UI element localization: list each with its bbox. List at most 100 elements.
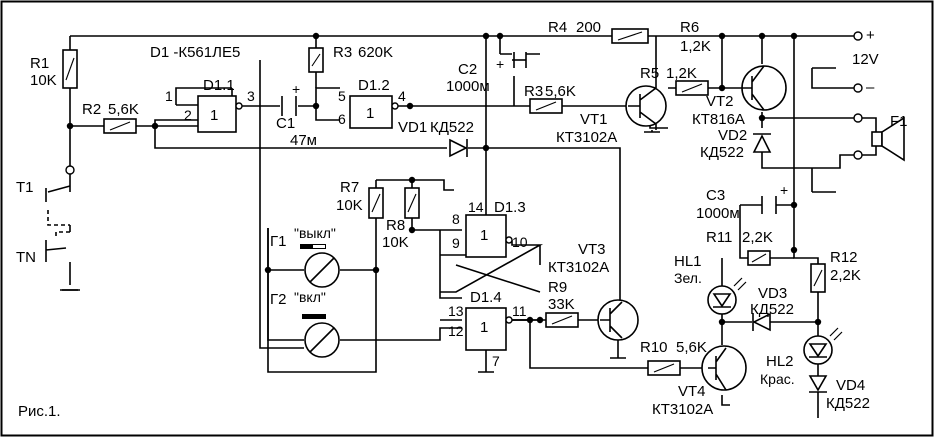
vd1-ref: VD1 xyxy=(398,119,427,136)
r1-ref: R1 xyxy=(30,55,49,72)
r9-value: 33K xyxy=(548,296,575,313)
vd2-type: КД522 xyxy=(700,144,744,161)
gate-d11 xyxy=(197,95,243,133)
d12-symbol: 1 xyxy=(366,105,374,122)
d14-ref: D1.4 xyxy=(470,289,502,306)
resistor-r9 xyxy=(545,312,579,328)
g2-marker xyxy=(302,314,326,319)
r3b-value: 5,6K xyxy=(545,83,576,100)
resistor-r5 xyxy=(675,80,709,96)
r6-value: 1,2K xyxy=(680,38,711,55)
transistor-vt4 xyxy=(701,345,747,391)
ic-note: D1 -К561ЛЕ5 xyxy=(150,44,240,61)
g1-ref: Г1 xyxy=(270,233,286,250)
f1-ref: F1 xyxy=(890,113,908,130)
c2-polarity: + xyxy=(496,56,504,72)
g2-label: "вкл" xyxy=(294,289,326,305)
vd4-ref: VD4 xyxy=(836,377,865,394)
r8-ref: R8 xyxy=(386,217,405,234)
r9-ref: R9 xyxy=(548,279,567,296)
vt1-ref: VT1 xyxy=(580,111,608,128)
resistor-r2 xyxy=(103,118,137,134)
gate-d14 xyxy=(465,307,513,351)
r11-value: 2,2K xyxy=(742,229,773,246)
vt1-type: КТ3102А xyxy=(556,129,617,146)
gate-d12 xyxy=(349,95,399,129)
junction-dots xyxy=(66,32,822,326)
hl1-color: Зел. xyxy=(674,270,702,286)
d13-symbol: 1 xyxy=(480,227,488,244)
r3a-ref: R3 xyxy=(333,44,352,61)
vd3-type: КД522 xyxy=(750,301,794,318)
r12-value: 2,2K xyxy=(830,267,861,284)
vt3-ref: VT3 xyxy=(578,241,606,258)
vd3-ref: VD3 xyxy=(758,285,787,302)
d14-pin7: 7 xyxy=(492,353,500,369)
d12-pin6: 6 xyxy=(338,111,346,127)
r2-ref: R2 xyxy=(82,101,101,118)
diode-vd1 xyxy=(449,138,468,158)
g2-ref: Г2 xyxy=(270,291,286,308)
supply-minus: – xyxy=(866,79,875,96)
c1-ref: C1 xyxy=(276,115,295,132)
r8-value: 10K xyxy=(382,234,409,251)
d13-ref: D1.3 xyxy=(494,199,526,216)
vt4-ref: VT4 xyxy=(678,383,706,400)
c3-ref: C3 xyxy=(706,187,725,204)
vd1-type: КД522 xyxy=(430,119,474,136)
r10-value: 5,6K xyxy=(676,339,707,356)
labels: R1 10K R2 5,6K D1 -К561ЛЕ5 D1.1 1 1 2 3 … xyxy=(16,19,908,420)
hl2-ref: HL2 xyxy=(766,353,794,370)
d11-ref: D1.1 xyxy=(203,77,235,94)
d12-pin5: 5 xyxy=(338,88,346,104)
r4-ref: R4 xyxy=(548,19,567,36)
diode-vd3 xyxy=(752,312,771,332)
d14-pin13: 13 xyxy=(448,303,464,319)
d14-pin12: 12 xyxy=(448,323,464,339)
capacitor-c2 xyxy=(512,52,527,68)
sensor-g1 xyxy=(300,244,340,288)
transistor-vt2 xyxy=(740,65,787,111)
vt4-type: КТ3102А xyxy=(652,401,713,418)
r2-value: 5,6K xyxy=(108,101,139,118)
r10-ref: R10 xyxy=(640,339,668,356)
resistor-r1 xyxy=(62,49,78,89)
r7-ref: R7 xyxy=(340,179,359,196)
hl2-color: Крас. xyxy=(760,371,795,387)
d14-symbol: 1 xyxy=(480,319,488,336)
r11-ref: R11 xyxy=(706,229,732,246)
capacitor-c1 xyxy=(281,96,297,116)
terminals xyxy=(65,31,863,175)
resistor-r7 xyxy=(368,187,384,219)
tn-ref: TN xyxy=(16,249,36,266)
r5-ref: R5 xyxy=(640,65,659,82)
resistor-r10 xyxy=(647,360,681,376)
diode-vd2 xyxy=(752,133,772,153)
g1-label: "выкл" xyxy=(294,225,336,241)
resistor-r3a xyxy=(308,47,324,73)
d13-pin8: 8 xyxy=(452,211,460,227)
d13-pin14: 14 xyxy=(468,199,484,215)
d14-pin11: 11 xyxy=(512,303,527,319)
d12-ref: D1.2 xyxy=(358,77,390,94)
vt2-type: КТ816А xyxy=(692,111,745,128)
load-f1 xyxy=(871,116,905,162)
d13-pin9: 9 xyxy=(452,235,460,251)
r5-value: 1,2K xyxy=(666,65,697,82)
d13-pin10: 10 xyxy=(512,234,528,250)
figure-caption: Рис.1. xyxy=(18,403,61,420)
d12-pin4: 4 xyxy=(398,88,406,104)
wiring xyxy=(60,35,877,418)
capacitor-c3 xyxy=(761,196,777,214)
transistor-vt3 xyxy=(597,299,639,341)
resistor-r8 xyxy=(404,187,420,219)
switch-tn xyxy=(45,231,70,262)
r12-ref: R12 xyxy=(830,249,858,266)
supply-voltage: 12V xyxy=(852,51,879,68)
r4-value: 200 xyxy=(576,19,601,36)
sensor-g2 xyxy=(302,314,340,358)
d11-pin2: 2 xyxy=(184,107,192,123)
vt3-type: КТ3102А xyxy=(548,259,609,276)
